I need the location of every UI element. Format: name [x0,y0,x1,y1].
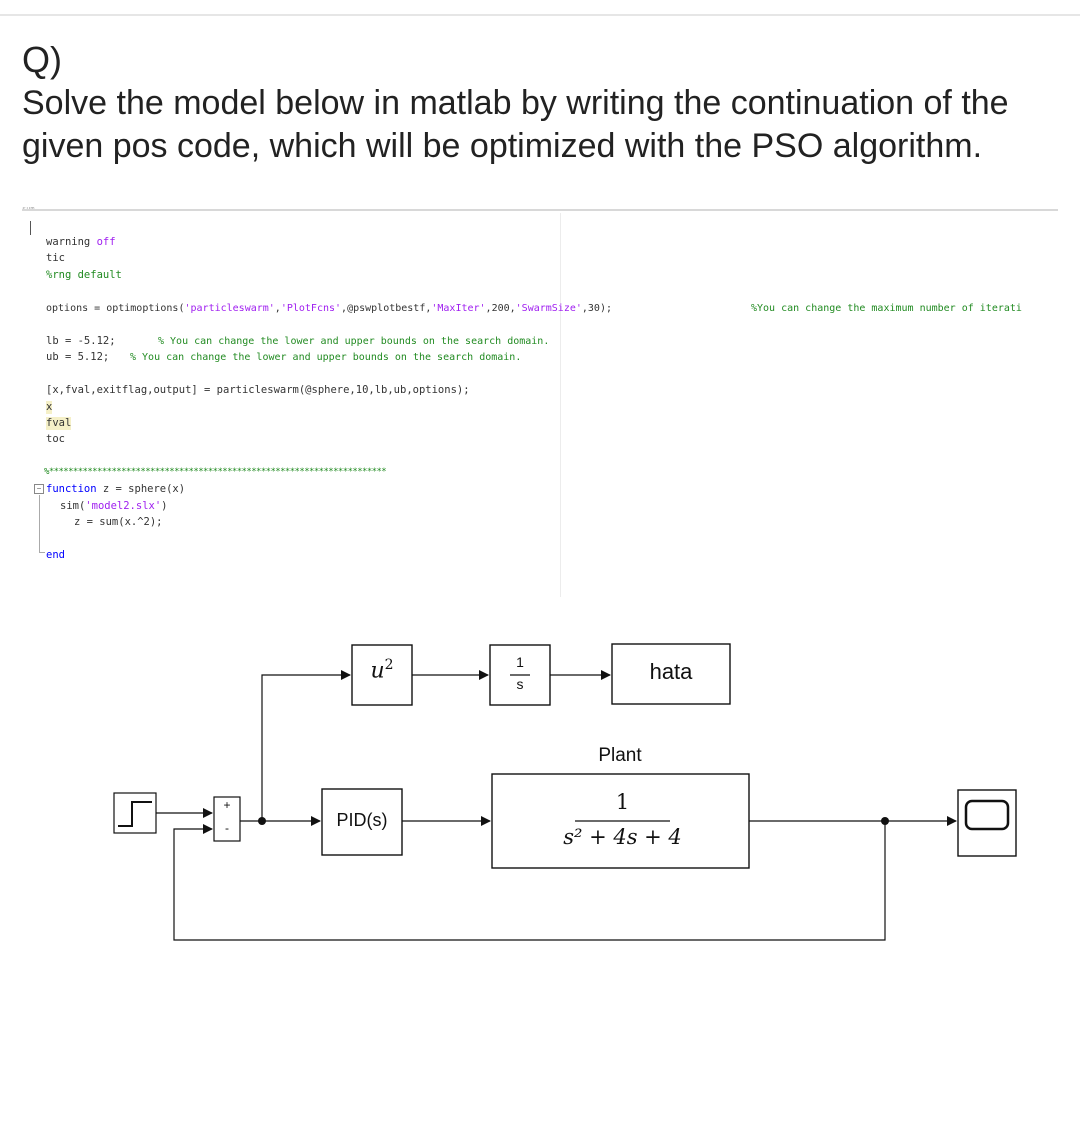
editor-caret [30,221,31,235]
code-line-tic: tic [46,252,65,264]
scope-screen-icon [964,799,1010,831]
code-comment-options: %You can change the maximum number of it… [751,303,1022,314]
square-label: u2 [370,657,394,684]
pid-block[interactable] [321,788,403,856]
code-line-toc: toc [46,433,65,445]
editor-right-margin-line [560,213,561,597]
wire-feedback [173,821,886,941]
code-line-end: end [46,549,65,561]
question-label: Q) [22,39,62,80]
fold-guide-end [39,552,45,553]
top-divider [0,14,1080,16]
hata-block[interactable] [611,643,731,705]
integrator-numerator: 1 [516,654,524,670]
code-line-fval: fval [46,417,72,430]
code-line-x: x [46,401,53,414]
branch-point-error [258,817,266,825]
code-line-warning: warning off [46,236,116,248]
question-text: Solve the model below in matlab by writi… [22,84,1009,165]
integrator-denominator: s [516,676,524,692]
code-line-lb: lb = -5.12; [46,335,116,347]
scope-block[interactable] [957,789,1017,857]
sum-block[interactable] [213,796,241,842]
sum-minus-sign: - [225,821,229,835]
code-line-options: options = optimoptions('particleswarm','… [46,303,612,314]
code-line-function: function z = sphere(x) [46,483,186,495]
editor-top-rule [22,209,1058,211]
wire-branch-to-square [261,670,351,821]
step-icon [118,801,152,827]
code-line-ub: ub = 5.12; [46,351,110,363]
tf-numerator: 1 [615,790,630,814]
fold-guide [39,495,40,553]
code-comment-lb: % You can change the lower and upper bou… [158,336,550,347]
code-line-rng: %rng default [46,269,122,281]
code-separator: %***************************************… [44,467,387,477]
fold-toggle-icon[interactable]: − [34,484,44,494]
plant-label: Plant [598,745,642,766]
branch-point-output [881,817,889,825]
diagram-wiring [113,643,1017,941]
code-line-sim: sim('model2.slx') [60,500,168,512]
code-line-z: z = sum(x.^2); [74,516,163,528]
code-line-call: [x,fval,exitflag,output] = particleswarm… [46,384,470,396]
code-editor-screenshot: sum warning off tic %rng default options… [22,205,1058,597]
tf-denominator: s² + 4s + 4 [563,825,682,849]
simulink-model-diagram: u2 1 s hata Plant 1 s² + 4s + 4 PID(s) +… [0,600,1080,1000]
sum-plus-sign: + [223,798,231,812]
hata-label: hata [649,659,693,684]
pid-label: PID(s) [336,810,388,830]
code-comment-ub: % You can change the lower and upper bou… [130,352,522,363]
